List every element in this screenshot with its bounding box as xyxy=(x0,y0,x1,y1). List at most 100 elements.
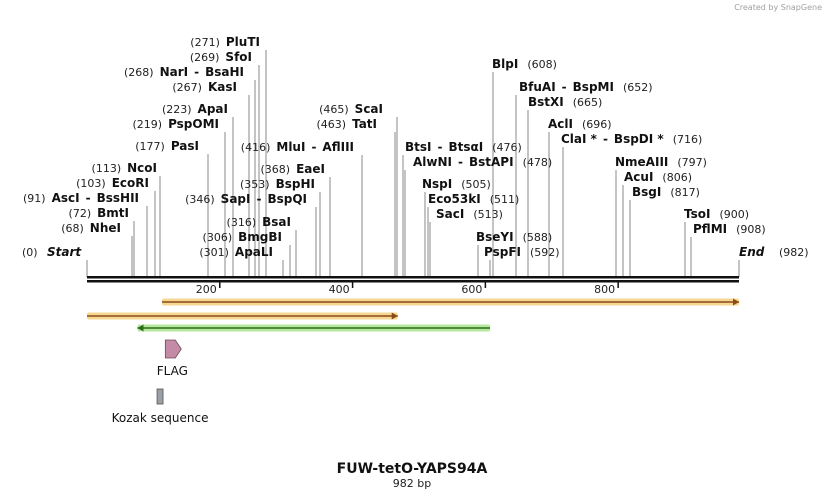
cut-site-position: (316) xyxy=(227,216,257,229)
enzyme-name: PspOMI xyxy=(168,117,219,131)
enzyme-name: ApaI xyxy=(198,102,228,116)
cut-site-separator: - xyxy=(194,65,199,79)
cut-site-separator: - xyxy=(311,140,316,154)
flag-feature-arrow xyxy=(164,339,182,359)
enzyme-name: SfoI xyxy=(225,50,252,64)
end-name: End xyxy=(739,245,765,259)
cut-site-eaei: (368) EaeI xyxy=(261,162,326,176)
enzyme-name: BsgI xyxy=(632,185,661,199)
cut-site-position: (817) xyxy=(670,186,700,199)
cut-site-bsphi: (353)BspHI xyxy=(240,177,315,191)
enzyme-name: NarI xyxy=(160,65,189,79)
cut-site-apali: (301)ApaLI xyxy=(199,245,273,259)
cut-site-position: (368) xyxy=(261,163,291,176)
cut-site-acui: AcuI(806) xyxy=(624,170,692,184)
tick-label: 600 xyxy=(461,283,482,296)
cut-site-position: (72) xyxy=(69,207,92,220)
cut-site-separator: - xyxy=(458,155,463,169)
cut-site-position: (505) xyxy=(461,178,491,191)
enzyme-name: TatI xyxy=(352,117,377,131)
enzyme-name: BmtI xyxy=(97,206,129,220)
enzyme-name: PspFI xyxy=(484,245,521,259)
enzyme-name: BtsI xyxy=(405,140,432,154)
cut-site-position: (478) xyxy=(523,156,553,169)
green-track-arrowhead xyxy=(137,324,144,332)
snapgene-credit: Created by SnapGene xyxy=(734,3,822,12)
enzyme-name: AclI xyxy=(548,117,573,131)
cut-site-pspomi: (219)PspOMI xyxy=(132,117,219,131)
cut-site-apai: (223) ApaI xyxy=(162,102,228,116)
start-position: (0) xyxy=(22,246,38,259)
enzyme-name: BlpI xyxy=(492,57,518,71)
tick-label: 800 xyxy=(594,283,615,296)
dna-backbone xyxy=(87,276,739,283)
cut-site-position: (806) xyxy=(662,171,692,184)
cut-site-position: (900) xyxy=(719,208,749,221)
end-label: End (982) xyxy=(739,245,809,259)
cut-site-position: (652) xyxy=(623,81,653,94)
cut-site-pspfi: PspFI (592) xyxy=(484,245,560,259)
enzyme-name: BspMI xyxy=(573,80,614,94)
cut-site-position: (416) xyxy=(241,141,271,154)
cut-site-position: (476) xyxy=(492,141,522,154)
orange-track-2-arrowhead xyxy=(391,312,398,320)
cut-site-position: (608) xyxy=(527,58,557,71)
enzyme-name: BstXI xyxy=(528,95,564,109)
cut-site-position: (103) xyxy=(76,177,106,190)
cut-site-pluti: (271)PluTI xyxy=(190,35,260,49)
cut-site-nspi: NspI (505) xyxy=(422,177,491,191)
cut-site-separator: - xyxy=(603,132,608,146)
ruler-ticks: 200 400 600 800 xyxy=(196,280,619,296)
cut-site-nmeaiii: NmeAIII (797) xyxy=(615,155,707,169)
cut-site-pasi: (177) PasI xyxy=(135,139,199,153)
cut-site-pflmi: PflMI(908) xyxy=(693,222,766,236)
enzyme-name: BseYI xyxy=(476,230,514,244)
enzyme-name: NspI xyxy=(422,177,452,191)
cut-site-clai: ClaI *-BspDI *(716) xyxy=(561,132,702,146)
cut-site-position: (306) xyxy=(203,231,233,244)
enzyme-name: SacI xyxy=(436,207,464,221)
enzyme-name: NmeAIII xyxy=(615,155,668,169)
cut-site-position: (271) xyxy=(190,36,220,49)
cut-site-sfoi: (269) SfoI xyxy=(190,50,252,64)
cut-site-tsoi: TsoI (900) xyxy=(684,207,749,221)
enzyme-name: BtsαI xyxy=(448,140,483,154)
cut-site-position: (223) xyxy=(162,103,192,116)
cut-site-sapi: (346)SapI-BspQI xyxy=(185,192,307,206)
enzyme-name: ApaLI xyxy=(235,245,273,259)
enzyme-name: NheI xyxy=(90,221,121,235)
cut-site-position: (592) xyxy=(530,246,560,259)
cut-site-position: (177) xyxy=(135,140,165,153)
cut-site-bmti: (72) BmtI xyxy=(69,206,129,220)
enzyme-name: EaeI xyxy=(296,162,325,176)
tick-label: 200 xyxy=(196,283,217,296)
cut-site-position: (513) xyxy=(473,208,503,221)
cut-site-scai: (465)ScaI xyxy=(319,102,383,116)
cut-site-position: (269) xyxy=(190,51,220,64)
cut-site-separator: - xyxy=(86,191,91,205)
enzyme-name: AflIII xyxy=(322,140,354,154)
enzyme-name: KasI xyxy=(208,80,237,94)
enzyme-name: BssHII xyxy=(97,191,139,205)
cut-site-bseyi: BseYI (588) xyxy=(476,230,552,244)
enzyme-name: SapI xyxy=(221,192,251,206)
start-name: Start xyxy=(47,245,82,259)
end-position: (982) xyxy=(779,246,809,259)
enzyme-name: PasI xyxy=(171,139,199,153)
enzyme-name: EcoRI xyxy=(112,176,149,190)
cut-site-position: (588) xyxy=(523,231,553,244)
cut-site-position: (267) xyxy=(172,81,202,94)
cut-site-position: (511) xyxy=(490,193,520,206)
enzyme-name: TsoI xyxy=(684,207,710,221)
cut-site-separator: - xyxy=(256,192,261,206)
cut-site-position: (353) xyxy=(240,178,270,191)
cut-site-ncoi: (113)NcoI xyxy=(92,161,157,175)
tick-label: 400 xyxy=(329,283,350,296)
enzyme-name: AlwNI xyxy=(413,155,452,169)
enzyme-name: PflMI xyxy=(693,222,727,236)
cut-site-position: (797) xyxy=(677,156,707,169)
enzyme-name: MluI xyxy=(276,140,305,154)
enzyme-name: ClaI * xyxy=(561,132,598,146)
